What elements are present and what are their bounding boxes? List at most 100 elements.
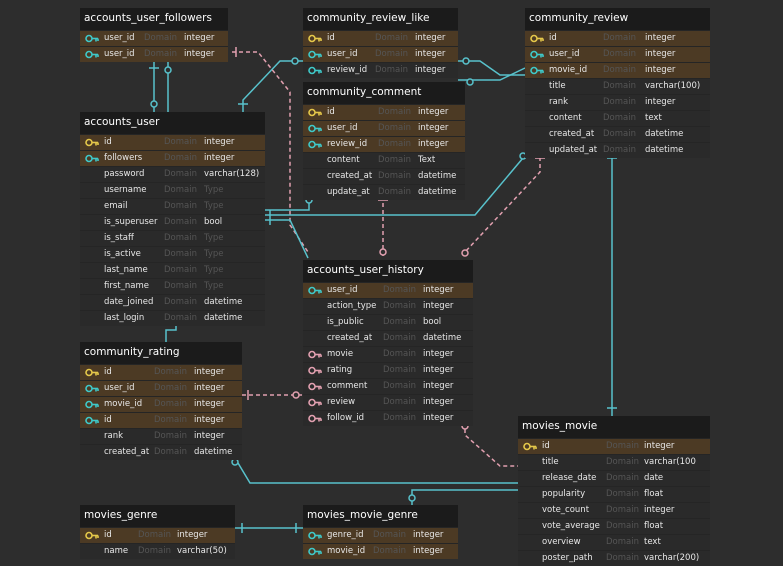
- table-title[interactable]: accounts_user: [80, 112, 265, 134]
- column-domain: Domain: [606, 505, 639, 515]
- edge-user-reviewlike[interactable]: [242, 60, 303, 112]
- table-title[interactable]: movies_genre: [80, 505, 235, 527]
- column-type: Type: [204, 281, 224, 291]
- edge-review-history[interactable]: [464, 150, 541, 253]
- table-title[interactable]: accounts_user_history: [303, 260, 473, 282]
- table-title[interactable]: community_comment: [303, 82, 465, 104]
- primary-key-icon: [85, 368, 99, 377]
- edge-rating-movie[interactable]: [234, 457, 518, 484]
- table-title[interactable]: community_review: [525, 8, 710, 30]
- edge-user-history[interactable]: [265, 219, 309, 259]
- foreign-key-icon: [308, 531, 322, 540]
- table-title[interactable]: movies_movie: [518, 416, 710, 438]
- column-type: Type: [204, 233, 224, 243]
- column-type: integer: [423, 381, 454, 391]
- edge-followers-history[interactable]: [232, 51, 309, 253]
- table-title[interactable]: community_rating: [80, 342, 242, 364]
- column-domain: Domain: [373, 530, 406, 540]
- nullable-foreign-key-icon: [308, 366, 322, 375]
- edge-moviegenre-movie[interactable]: [411, 489, 518, 505]
- column-name: action_type: [327, 301, 377, 311]
- column-domain: Domain: [383, 301, 416, 311]
- table-title[interactable]: movies_movie_genre: [303, 505, 458, 527]
- column-name: update_at: [327, 187, 370, 197]
- edge-review-user[interactable]: [265, 157, 524, 216]
- table-title[interactable]: community_review_like: [303, 8, 458, 30]
- column-domain: Domain: [138, 530, 171, 540]
- column-type: varchar(50): [177, 546, 227, 556]
- edge-history-movie[interactable]: [464, 422, 518, 467]
- table-title[interactable]: accounts_user_followers: [80, 8, 228, 30]
- column-type: text: [644, 537, 661, 547]
